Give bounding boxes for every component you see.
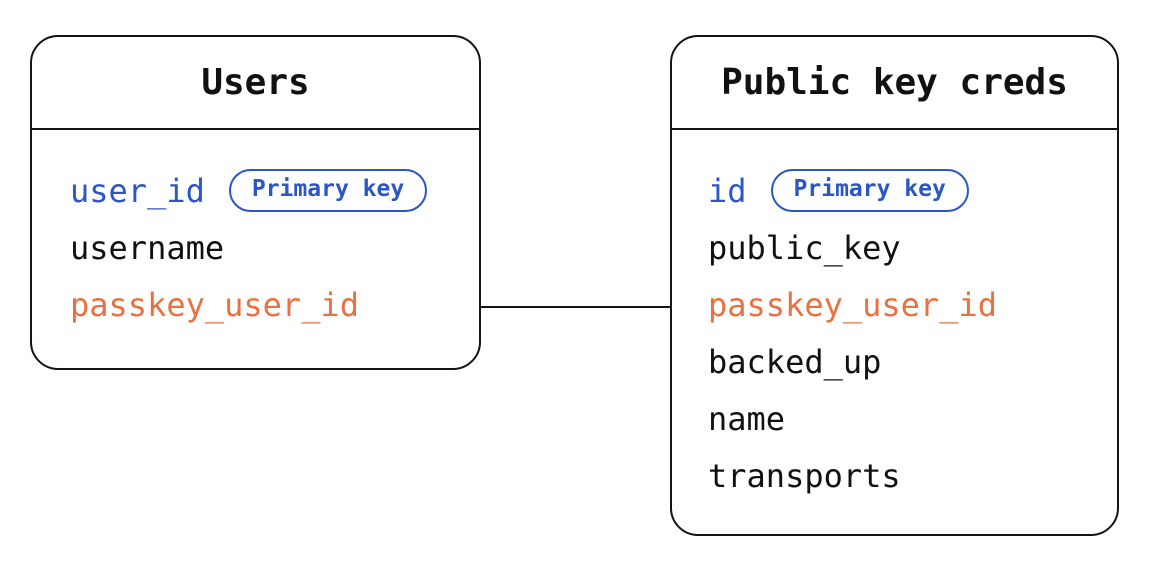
primary-key-badge: Primary key: [228, 169, 428, 212]
field-name: transports: [708, 456, 901, 495]
table-row: passkey_user_id: [708, 276, 1101, 333]
field-name: public_key: [708, 228, 901, 267]
field-name: name: [708, 399, 786, 438]
table-row: public_key: [708, 219, 1101, 276]
field-name: passkey_user_id: [708, 285, 997, 324]
table-row: backed_up: [708, 333, 1101, 390]
primary-key-badge: Primary key: [770, 169, 969, 212]
users-table-title: Users: [32, 37, 479, 130]
relationship-line: [481, 306, 670, 308]
field-name: id: [708, 171, 747, 210]
table-row: passkey_user_id: [70, 276, 463, 333]
public-key-creds-table-title: Public key creds: [672, 37, 1117, 130]
table-row: id Primary key: [708, 162, 1101, 219]
field-name: backed_up: [708, 342, 882, 381]
table-row: user_id Primary key: [70, 162, 463, 219]
table-row: transports: [708, 447, 1101, 504]
field-name: username: [70, 228, 225, 267]
table-row: name: [708, 390, 1101, 447]
field-name: user_id: [70, 171, 205, 210]
field-name: passkey_user_id: [70, 285, 359, 324]
public-key-creds-table: Public key creds id Primary key public_key…: [670, 35, 1119, 536]
table-row: username: [70, 219, 463, 276]
